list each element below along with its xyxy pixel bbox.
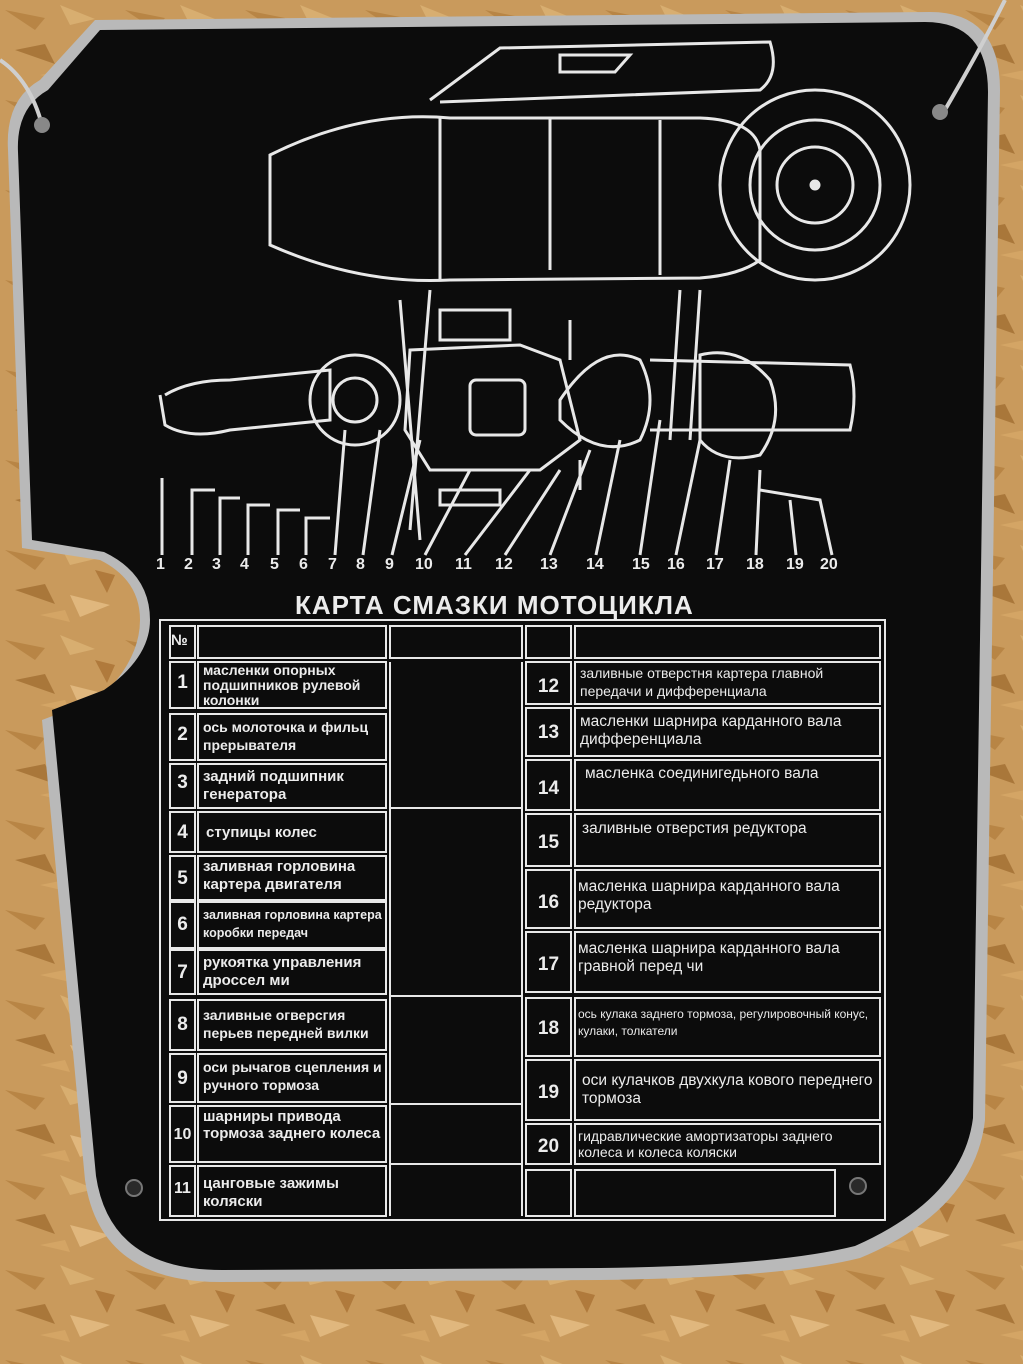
row-text: ось кулака заднего тормоза, регулировочн… xyxy=(578,1007,869,1038)
diagram-number: 18 xyxy=(746,556,764,573)
diagram-number: 6 xyxy=(299,556,308,573)
row-number: 6 xyxy=(177,914,188,935)
diagram-number: 2 xyxy=(184,556,193,573)
row-text: оси кулачков двухкула кового переднего т… xyxy=(582,1072,873,1107)
row-text: масленки опорных подшипников рулевой кол… xyxy=(203,662,361,708)
row-text: ось молоточка и фильц прерывателя xyxy=(203,719,369,753)
table-grid xyxy=(159,619,886,1221)
row-text: масленка шарнира карданного вала гравной… xyxy=(578,940,840,975)
plate-title: КАРТА СМАЗКИ МОТОЦИКЛА xyxy=(295,590,694,620)
row-text: гидравлические амортизаторы заднего коле… xyxy=(578,1128,833,1160)
row-text: ступицы колес xyxy=(206,824,317,841)
row-text: рукоятка управления дроссел ми xyxy=(203,954,362,989)
row-number: 8 xyxy=(177,1014,188,1035)
row-number: 17 xyxy=(537,954,560,975)
diagram-number: 1 xyxy=(156,556,165,573)
hole-right xyxy=(932,104,948,120)
diagram-number: 5 xyxy=(270,556,279,573)
row-text: заливная горловина картера коробки перед… xyxy=(203,908,382,940)
row-text: заливная горловина картера двигателя xyxy=(203,858,356,893)
row-number: 13 xyxy=(537,722,560,743)
row-text: цанговые зажимы коляски xyxy=(203,1175,339,1210)
row-text: заливные огверсгия перьев передней вилки xyxy=(203,1007,369,1041)
plate-body xyxy=(17,22,989,1270)
diagram-number: 12 xyxy=(495,556,513,573)
row-number: 12 xyxy=(537,676,560,697)
row-number: 10 xyxy=(173,1126,192,1143)
row-number: 11 xyxy=(174,1180,191,1197)
row-text: задний подшипник генератора xyxy=(203,768,344,803)
screw-right xyxy=(849,1177,867,1195)
row-number: 16 xyxy=(537,892,560,913)
diagram-number: 15 xyxy=(632,556,650,573)
screw-left xyxy=(125,1179,143,1197)
diagram-number: 19 xyxy=(786,556,804,573)
row-number: 15 xyxy=(537,832,560,853)
row-text: масленка шарнира карданного вала редукто… xyxy=(578,878,840,913)
diagram-number: 3 xyxy=(212,556,221,573)
row-number: 20 xyxy=(537,1136,560,1157)
diagram-number: 13 xyxy=(540,556,558,573)
row-text: заливные отверстня картера главной перед… xyxy=(580,665,824,699)
diagram-number: 7 xyxy=(328,556,337,573)
row-number: 5 xyxy=(177,868,188,889)
row-number: 18 xyxy=(537,1018,560,1039)
row-text: оси рычагов сцепления и ручного тормоза xyxy=(203,1059,382,1093)
row-number: 2 xyxy=(177,724,188,745)
diagram-number: 20 xyxy=(820,556,838,573)
diagram-number: 11 xyxy=(455,556,472,573)
row-number: 4 xyxy=(177,822,188,843)
row-number: 7 xyxy=(177,962,188,983)
hanging-wire xyxy=(0,0,1007,126)
row-number: 9 xyxy=(177,1068,188,1089)
row-text: шарниры привода тормоза заднего колеса xyxy=(203,1108,381,1142)
diagram-number: 17 xyxy=(706,556,724,573)
header-number-sign: № xyxy=(171,632,188,649)
left-grid-cells xyxy=(169,661,387,1217)
row-number: 19 xyxy=(537,1082,560,1103)
diagram-number: 16 xyxy=(667,556,685,573)
row-text: заливные отверстия редуктора xyxy=(582,820,807,837)
row-number: 1 xyxy=(177,672,188,693)
row-text: масленка соединигедьного вала xyxy=(585,765,819,782)
row-number: 14 xyxy=(537,778,560,799)
diagram-number: 4 xyxy=(240,556,249,573)
diagram-number: 8 xyxy=(356,556,365,573)
diagram-number: 9 xyxy=(385,556,394,573)
right-grid-cells xyxy=(525,661,881,1217)
diagram-number: 14 xyxy=(586,556,604,573)
row-text: масленки шарнира карданного вала диффере… xyxy=(580,713,842,748)
motorcycle-drawing xyxy=(158,40,912,556)
diagram-number: 10 xyxy=(415,556,433,573)
row-number: 3 xyxy=(177,772,188,793)
hole-left xyxy=(34,117,50,133)
